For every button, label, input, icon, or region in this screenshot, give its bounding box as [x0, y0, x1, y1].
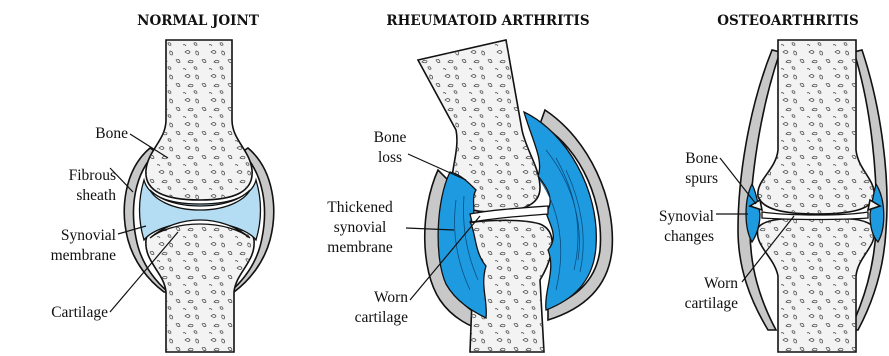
- normal-joint-illustration: [124, 40, 273, 352]
- oa-title: OSTEOARTHRITIS: [717, 13, 859, 29]
- normal-label-bone: Bone: [95, 125, 128, 142]
- oa-label-changes-1: Synovial: [659, 208, 714, 225]
- normal-joint-title: NORMAL JOINT: [137, 13, 259, 29]
- normal-label-cartilage: Cartilage: [51, 304, 108, 321]
- ra-label-worn-2: cartilage: [355, 309, 408, 326]
- ra-label-bone-loss-1: Bone: [374, 129, 407, 146]
- normal-label-synovial-2: membrane: [51, 247, 117, 264]
- oa-label-changes-2: changes: [664, 228, 714, 245]
- ra-label-thick-3: membrane: [327, 239, 393, 256]
- ra-label-bone-loss-2: loss: [378, 149, 402, 166]
- oa-label-spurs-2: spurs: [685, 170, 718, 187]
- ra-label-thick-1: Thickened: [327, 199, 393, 216]
- normal-label-fibrous-1: Fibrous: [69, 167, 116, 184]
- oa-label-spurs-1: Bone: [685, 150, 718, 167]
- ra-label-worn-1: Worn: [374, 289, 408, 306]
- ra-title: RHEUMATOID ARTHRITIS: [386, 13, 589, 29]
- oa-label-worn-1: Worn: [704, 275, 738, 292]
- normal-label-synovial-1: Synovial: [61, 227, 116, 244]
- oa-label-worn-2: cartilage: [685, 295, 738, 312]
- ra-joint-illustration: [418, 40, 612, 352]
- ra-label-thick-2: synovial: [334, 219, 387, 236]
- oa-joint-illustration: [738, 40, 887, 352]
- normal-label-fibrous-2: sheath: [76, 187, 116, 204]
